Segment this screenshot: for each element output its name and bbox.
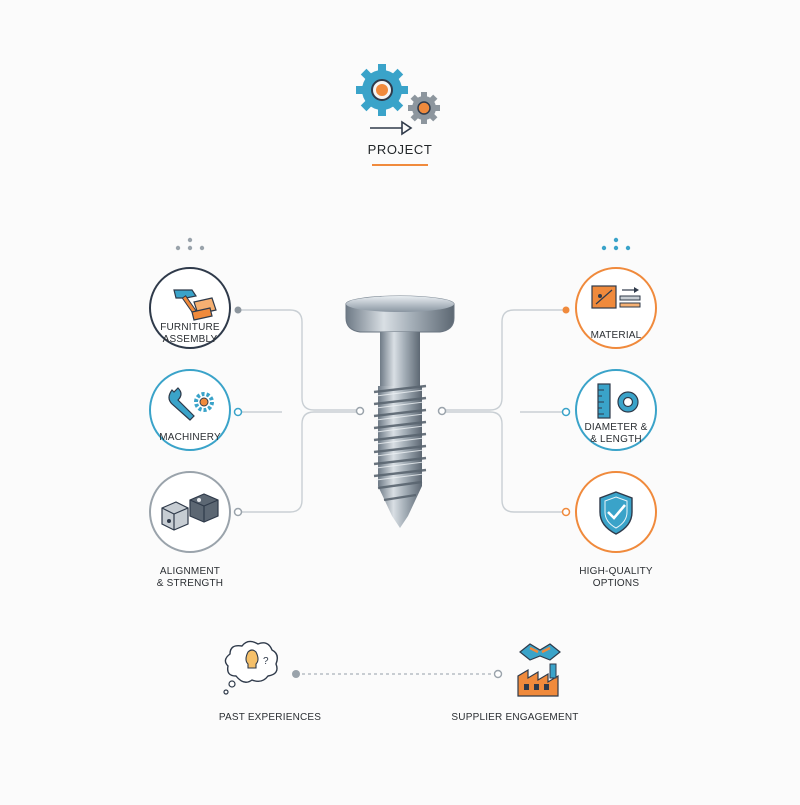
wrench-gear-icon [168,387,214,421]
diameter-node[interactable] [575,369,657,451]
shield-check-icon [599,491,633,535]
diameter-label-line1: DIAMETER & [584,422,648,433]
past-experiences-label: PAST EXPERIENCES [218,712,322,723]
svg-text:?: ? [263,656,269,667]
alignment-label-line2: & STRENGTH [156,578,224,589]
machinery-label-line1: MACHINERY [159,432,221,443]
hammer-wood-icon [173,289,217,321]
furniture-label-line2: ASSEMBLY [162,334,218,345]
quality-label: HIGH-QUALITY OPTIONS [566,566,666,590]
quality-node[interactable] [575,471,657,553]
right-dots [601,237,631,251]
material-label-line1: MATERIAL [590,330,642,341]
quality-label-line1: HIGH-QUALITY [579,566,653,577]
furniture-label: FURNITURE ASSEMBLY [140,322,240,346]
quality-label-line2: OPTIONS [592,578,640,589]
thought-bulb-icon: ? [223,640,279,695]
furniture-label-line1: FURNITURE [160,322,220,333]
handshake-factory-icon [517,643,561,697]
machinery-label: MACHINERY [140,432,240,444]
material-label: MATERIAL [566,330,666,342]
diameter-label: DIAMETER & & LENGTH [566,422,666,446]
furniture-node[interactable] [149,267,231,349]
alignment-label: ALIGNMENT & STRENGTH [140,566,240,590]
bottom-connector [292,669,503,679]
material-sheet-icon [591,285,641,309]
left-dots [175,237,205,251]
gears-icon [356,64,440,136]
supplier-engagement-label: SUPPLIER ENGAGEMENT [451,712,579,723]
diameter-label-line2: & LENGTH [590,434,642,445]
machinery-node[interactable] [149,369,231,451]
ruler-washer-icon [597,383,639,419]
material-node[interactable] [575,267,657,349]
project-title: PROJECT [367,142,433,157]
alignment-node[interactable] [149,471,231,553]
screw-illustration [345,295,455,528]
project-underline [372,164,428,166]
connectors [238,309,566,513]
alignment-label-line1: ALIGNMENT [159,566,221,577]
blocks-icon [161,493,219,531]
connector-nodes [233,306,571,517]
